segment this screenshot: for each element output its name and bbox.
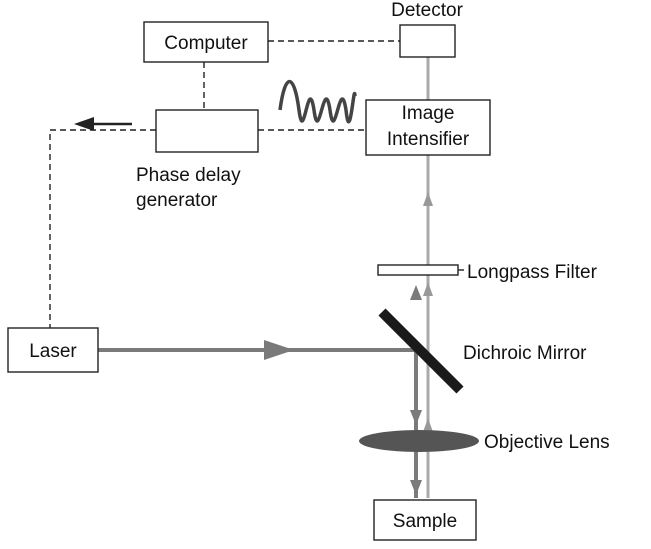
- longpass-filter: [377, 264, 459, 276]
- image-intensifier-box: [365, 99, 491, 156]
- computer-label: Computer: [164, 33, 248, 54]
- excitation-arrow-horizontal: [264, 340, 294, 360]
- excitation-beam: [98, 348, 418, 498]
- objective-lens: [359, 430, 479, 452]
- phase-delay-generator-box: [155, 109, 259, 153]
- trigger-arrowhead: [74, 117, 94, 131]
- phase-delay-label-line1: Phase delay: [136, 165, 241, 186]
- emission-arrow-lower: [423, 418, 433, 432]
- sample-label: Sample: [393, 511, 457, 532]
- dichroic-mirror-label: Dichroic Mirror: [463, 343, 587, 364]
- detector-label: Detector: [391, 0, 463, 21]
- longpass-filter-label: Longpass Filter: [467, 262, 598, 283]
- delay-laser-link: [49, 129, 156, 330]
- emission-arrow-upper: [423, 192, 433, 206]
- modulation-wave: [278, 79, 357, 124]
- image-intensifier-label-line2: Intensifier: [387, 129, 470, 150]
- image-intensifier-label-line1: Image: [402, 103, 455, 124]
- laser-label: Laser: [29, 341, 77, 362]
- sample-box: [373, 499, 477, 541]
- excitation-arrow-down: [410, 410, 422, 425]
- detector-box: [399, 24, 456, 58]
- excitation-arrow-upper: [410, 285, 422, 300]
- phase-delay-label-line2: generator: [136, 190, 218, 211]
- computer-box: [143, 21, 269, 63]
- emission-arrow-filter: [423, 282, 433, 296]
- laser-box: [7, 327, 99, 373]
- dichroic-mirror: [378, 308, 464, 394]
- objective-lens-label: Objective Lens: [484, 432, 610, 453]
- excitation-arrow-sample: [410, 480, 422, 495]
